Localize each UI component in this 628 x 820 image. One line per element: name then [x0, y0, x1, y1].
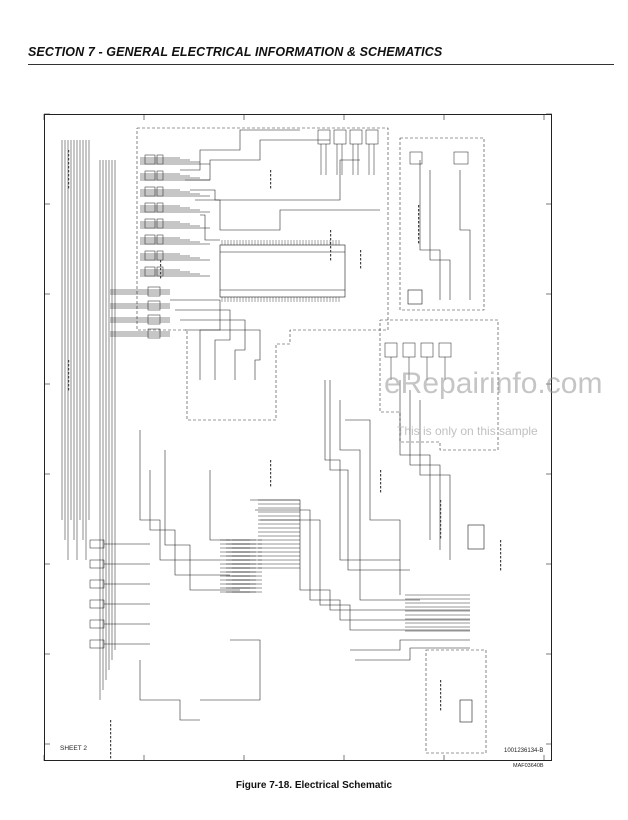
- watermark: eRepairinfo.com: [384, 367, 603, 400]
- sheet-label: SHEET 2: [60, 745, 87, 752]
- drawing-number: 1001236134-B: [504, 748, 544, 754]
- top-connectors: [317, 129, 469, 380]
- right-modules: [407, 289, 485, 723]
- left-wire-bundle: [61, 140, 116, 700]
- section-title: SECTION 7 - GENERAL ELECTRICAL INFORMATI…: [28, 45, 443, 59]
- terminal-blocks: [220, 499, 470, 632]
- controller-pins: [221, 240, 340, 302]
- connector-blocks: [89, 154, 210, 649]
- fine-print-marks: [68, 150, 502, 759]
- schematic-frame: [44, 114, 552, 761]
- watermark-subtext: This is only on this sample: [397, 424, 538, 438]
- controller-block: [219, 244, 346, 298]
- frame-ticks: [43, 113, 552, 761]
- dashed-regions: [136, 127, 499, 754]
- header-divider: [28, 64, 614, 65]
- maf-code: MAF03640B: [513, 763, 544, 769]
- figure-caption: Figure 7-18. Electrical Schematic: [235, 780, 393, 791]
